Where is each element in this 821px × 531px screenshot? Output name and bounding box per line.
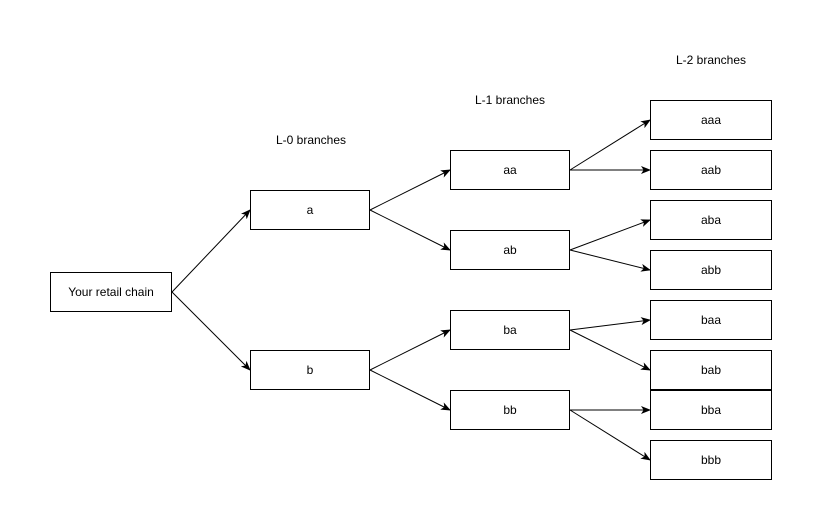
node-b[interactable]: b [250, 350, 370, 390]
node-bba-label: bba [700, 403, 722, 417]
node-bba[interactable]: bba [650, 390, 772, 430]
node-bb[interactable]: bb [450, 390, 570, 430]
edge-ab-abb [569, 249, 651, 272]
l1-label: L-1 branches [474, 93, 546, 107]
node-ab[interactable]: ab [450, 230, 570, 270]
node-aa-label: aa [503, 163, 517, 177]
edge-root-a [171, 209, 251, 293]
node-abb-label: abb [700, 263, 722, 277]
node-baa[interactable]: baa [650, 300, 772, 340]
node-b-label: b [306, 363, 314, 377]
node-ab-label: ab [503, 243, 517, 257]
node-aab[interactable]: aab [650, 150, 772, 190]
node-ba[interactable]: ba [450, 310, 570, 350]
node-baa-label: baa [700, 313, 722, 327]
edge-b-bb [369, 369, 451, 411]
node-your-retail-chain-label: Your retail chain [68, 285, 154, 299]
edge-bb-bbb [569, 409, 651, 461]
l0-label: L-0 branches [275, 133, 347, 147]
node-aba-label: aba [700, 213, 722, 227]
node-abb[interactable]: abb [650, 250, 772, 290]
node-aaa[interactable]: aaa [650, 100, 772, 140]
node-bb-label: bb [503, 403, 517, 417]
edge-ba-bab [569, 329, 651, 371]
node-aab-label: aab [700, 163, 722, 177]
edge-ab-aba [569, 219, 651, 251]
node-a-label: a [306, 203, 314, 217]
node-bbb-label: bbb [700, 453, 722, 467]
node-bab-label: bab [700, 363, 722, 377]
node-your-retail-chain[interactable]: Your retail chain [50, 272, 172, 312]
node-aba[interactable]: aba [650, 200, 772, 240]
node-ba-label: ba [503, 323, 517, 337]
node-aaa-label: aaa [700, 113, 722, 127]
node-bbb[interactable]: bbb [650, 440, 772, 480]
edge-a-ab [369, 209, 451, 251]
l2-label: L-2 branches [675, 53, 747, 67]
node-bab[interactable]: bab [650, 350, 772, 390]
edge-aa-aaa [569, 119, 651, 171]
edge-a-aa [369, 169, 451, 211]
node-aa[interactable]: aa [450, 150, 570, 190]
edge-ba-baa [569, 317, 651, 331]
edge-b-ba [369, 329, 451, 371]
edge-root-b [171, 291, 251, 371]
node-a[interactable]: a [250, 190, 370, 230]
